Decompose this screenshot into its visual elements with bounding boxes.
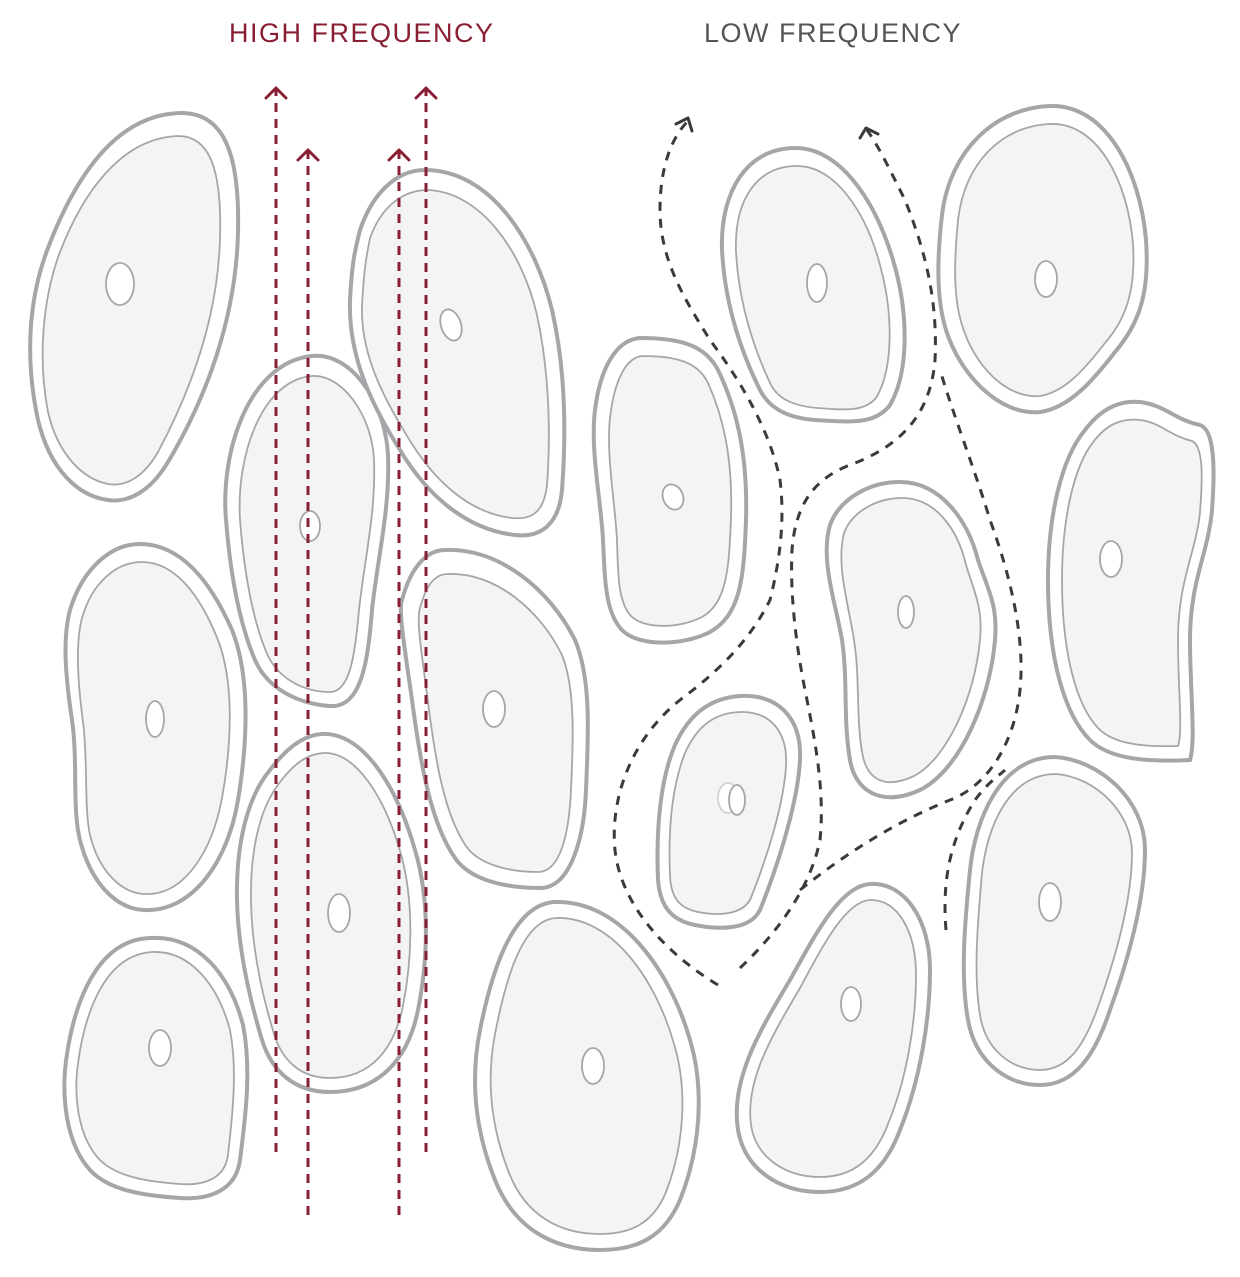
cell-right-1 bbox=[719, 145, 907, 424]
cell-right-7 bbox=[961, 754, 1148, 1088]
cell-left-1 bbox=[28, 110, 241, 503]
cell-right-5 bbox=[1045, 399, 1216, 763]
arrow-icon bbox=[674, 116, 694, 133]
cell-left-3 bbox=[347, 167, 567, 538]
cell-right-2 bbox=[936, 103, 1149, 415]
cell-left-7 bbox=[62, 935, 250, 1201]
low-frequency-path-3 bbox=[799, 369, 1023, 892]
arrow-up-icon bbox=[296, 148, 320, 162]
low-frequency-label: LOW FREQUENCY bbox=[704, 18, 963, 48]
cell-right-4 bbox=[824, 479, 998, 800]
cell-left-4 bbox=[63, 541, 248, 913]
arrow-icon bbox=[858, 126, 880, 140]
high-frequency-label: HIGH FREQUENCY bbox=[229, 18, 495, 48]
low-frequency-path-1 bbox=[612, 120, 784, 987]
high-frequency-paths bbox=[264, 86, 438, 1215]
cell-left-2 bbox=[223, 353, 391, 709]
arrow-up-icon bbox=[264, 86, 288, 100]
arrow-up-icon bbox=[414, 86, 438, 100]
cell-right-9 bbox=[734, 881, 933, 1195]
cell-right-8 bbox=[473, 899, 701, 1253]
arrow-up-icon bbox=[387, 148, 411, 162]
low-frequency-path-2 bbox=[738, 129, 937, 970]
cell-right-3 bbox=[591, 335, 749, 645]
low-frequency-paths bbox=[612, 116, 1023, 987]
cell-left-6 bbox=[234, 731, 428, 1095]
cell-left-5 bbox=[398, 547, 590, 891]
cell-right-6 bbox=[655, 693, 803, 930]
low-frequency-path-4 bbox=[943, 768, 1007, 931]
